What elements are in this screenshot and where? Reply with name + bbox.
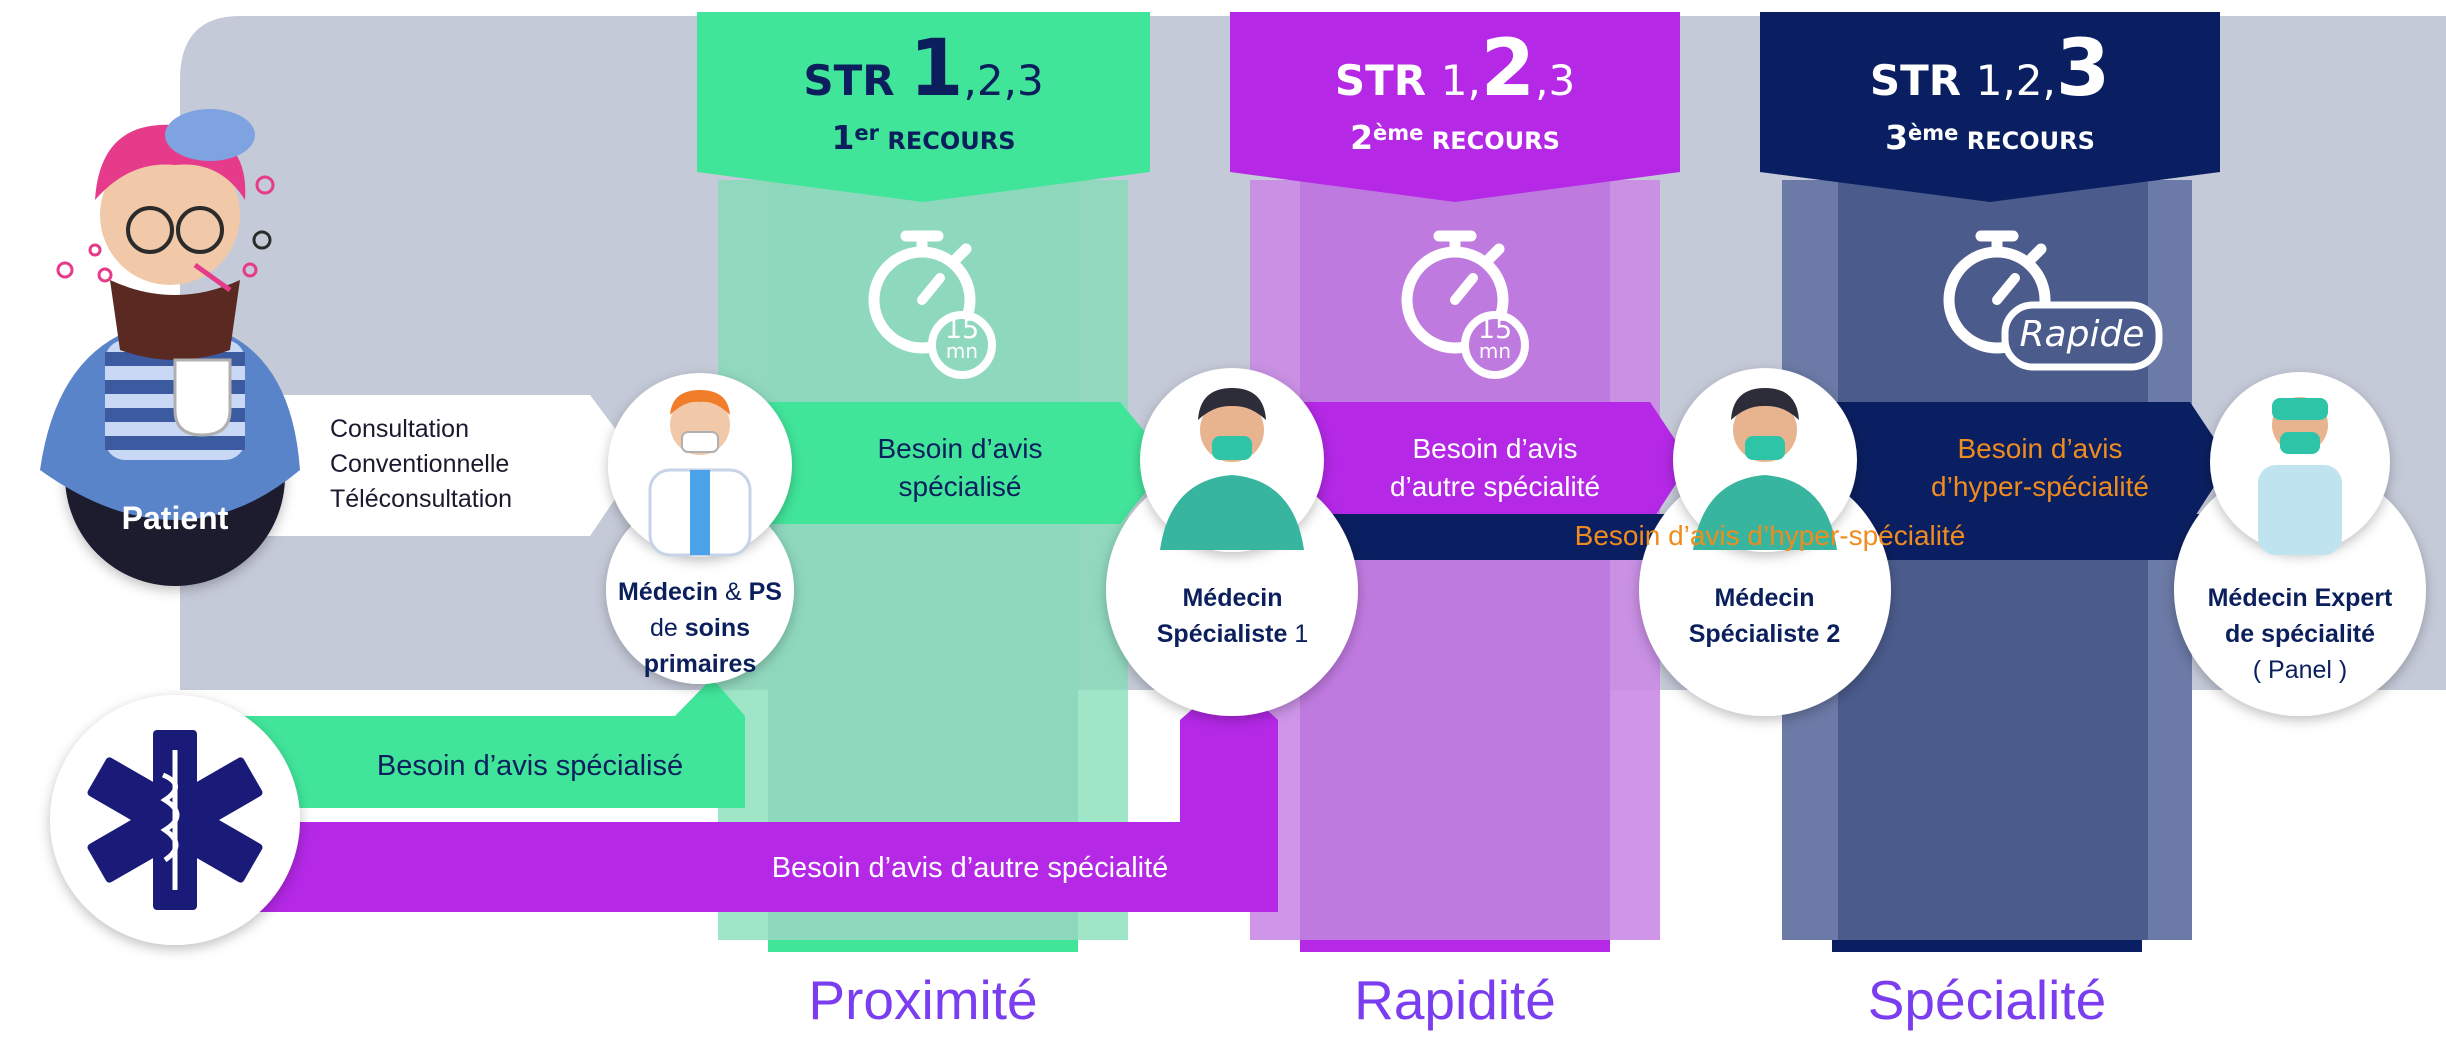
emergency-purple-arrow xyxy=(240,676,1278,912)
specialist1-avatar xyxy=(1160,388,1304,550)
emergency-green-arrow xyxy=(240,678,745,808)
header-3: STR 1,2,3 3ème RECOURS xyxy=(1760,30,2220,157)
header-1-str: STR 1,2,3 xyxy=(803,24,1044,114)
node-spec1-label: Médecin Spécialiste 1 xyxy=(1156,584,1309,648)
consult-arrow xyxy=(210,395,640,536)
expert-circle-white xyxy=(2174,464,2426,716)
timer-1-badge: 15 mn xyxy=(944,314,980,364)
bar-proximite xyxy=(768,940,1078,952)
expert-circle-photo xyxy=(2210,372,2390,552)
patient-label: Patient xyxy=(121,500,229,536)
bottom-label-proximite: Proximité xyxy=(808,969,1038,1031)
node-spec2-label: Médecin Spécialiste 2 xyxy=(1688,584,1841,648)
bar-rapidite xyxy=(1300,940,1610,952)
band-proximite-inner xyxy=(768,180,1078,940)
stopwatch-icon-1 xyxy=(868,230,996,379)
specialist2-avatar xyxy=(1693,388,1837,550)
header-banner-1 xyxy=(697,12,1150,202)
header-3-recours: 3ème RECOURS xyxy=(1885,118,2095,157)
star-of-life-icon xyxy=(87,730,263,910)
patient-illustration xyxy=(40,109,300,520)
stopwatch-icon-3 xyxy=(1943,230,2163,371)
emergency-green-text: Besoin d’avis spécialisé xyxy=(376,750,684,782)
bottom-label-rapidite: Rapidité xyxy=(1354,969,1556,1031)
header-1: STR 1,2,3 1er RECOURS xyxy=(697,30,1150,157)
node-ps-label: Médecin & PS de soins primaires xyxy=(618,578,782,678)
arrow-specialise xyxy=(760,402,1170,524)
header-2: STR 1,2,3 2ème RECOURS xyxy=(1230,30,1680,157)
bottom-label-specialite: Spécialité xyxy=(1867,969,2107,1031)
header-2-recours: 2ème RECOURS xyxy=(1350,118,1560,157)
bar-specialite xyxy=(1832,940,2142,952)
timer-3-badge: Rapide xyxy=(2019,314,2145,355)
emergency-purple-text: Besoin d’avis d’autre spécialité xyxy=(771,852,1169,884)
arrow-autre-specialite xyxy=(1290,402,1690,524)
consult-text: Consultation Conventionnelle Téléconsult… xyxy=(330,415,513,513)
expert-avatar xyxy=(2258,397,2342,555)
header-banner-2 xyxy=(1230,12,1680,202)
timer-2-badge: 15 mn xyxy=(1477,314,1513,364)
arrow-long-text: Besoin d’avis d’hyper-spécialité xyxy=(1574,520,1966,551)
arrow-hyper-specialite xyxy=(1820,402,2230,524)
header-banner-3 xyxy=(1760,12,2220,202)
header-3-str: STR 1,2,3 xyxy=(1869,24,2111,114)
stopwatch-icon-2 xyxy=(1401,230,1529,379)
gp-doctor-avatar xyxy=(648,390,752,557)
header-2-str: STR 1,2,3 xyxy=(1334,24,1576,114)
header-1-recours: 1er RECOURS xyxy=(831,118,1016,157)
node-expert-label: Médecin Expert de spécialité ( Panel ) xyxy=(2207,584,2393,684)
